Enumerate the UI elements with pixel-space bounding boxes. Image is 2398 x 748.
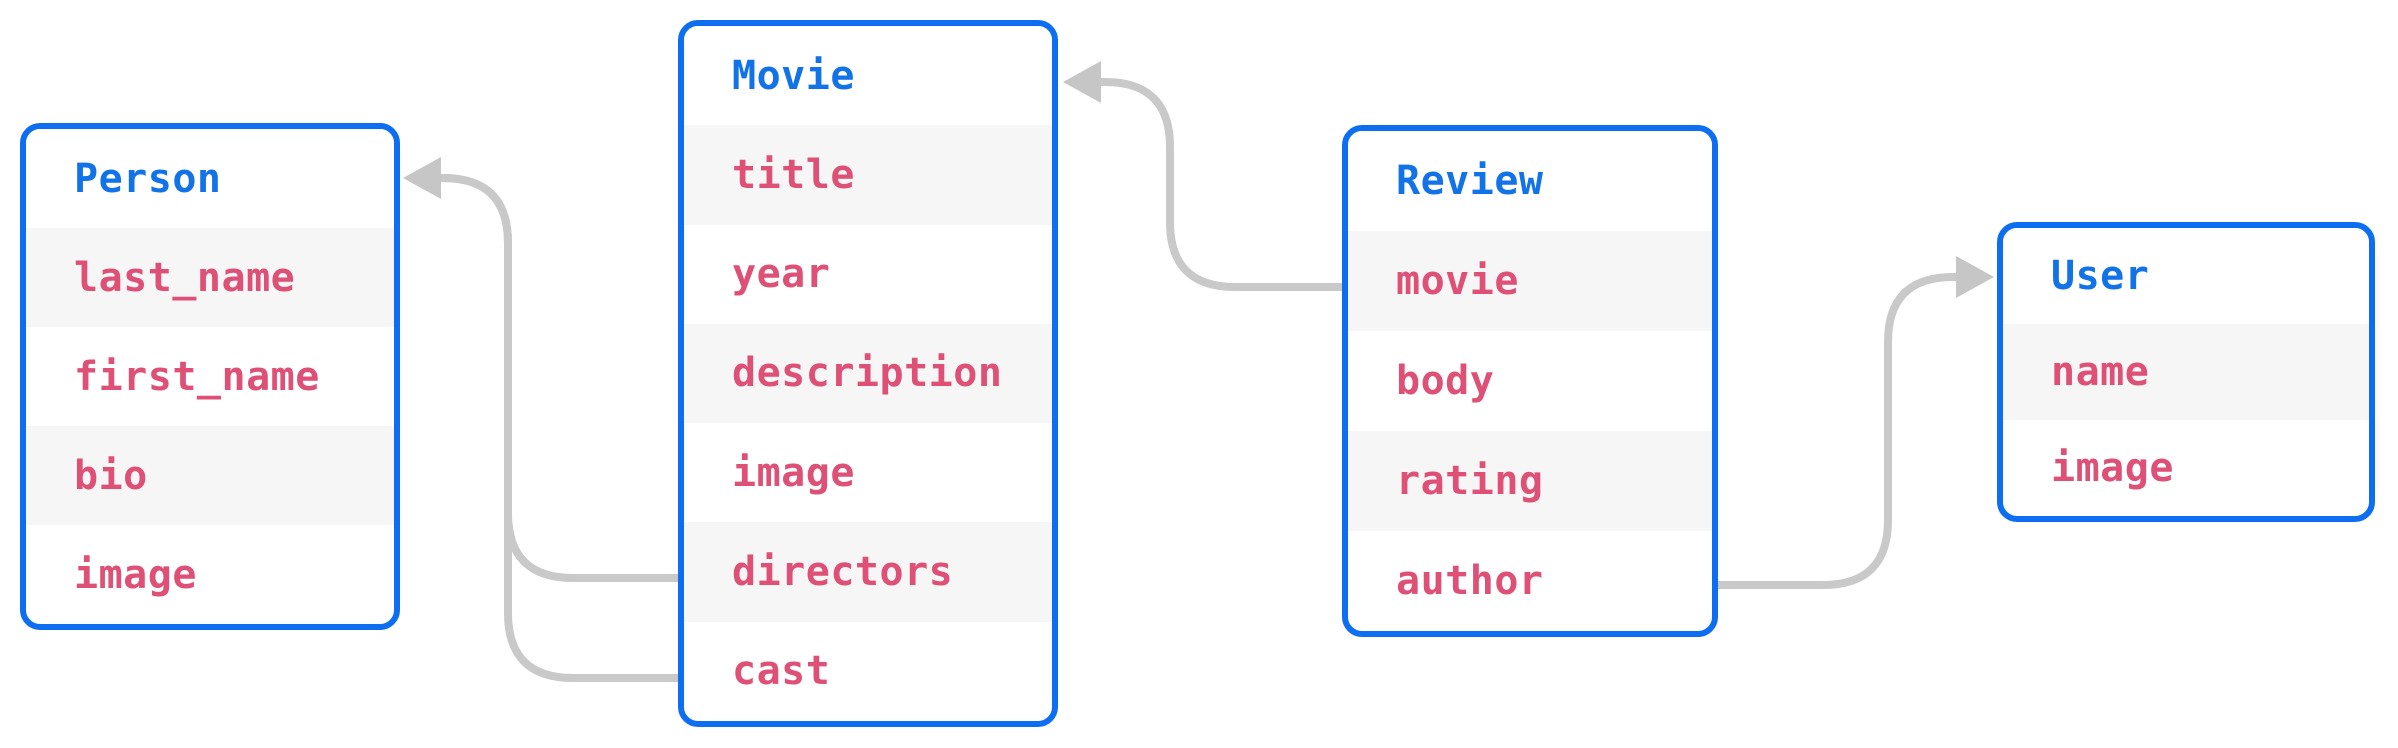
entity-movie-title: Movie <box>684 26 1052 126</box>
field-row: bio <box>26 426 394 525</box>
entity-person-title: Person <box>26 129 394 228</box>
field-row: cast <box>732 648 831 695</box>
field-row: year <box>732 251 831 298</box>
field-row: image <box>732 449 855 496</box>
field-row: name <box>2003 324 2369 420</box>
field-row: movie <box>1348 231 1712 331</box>
connector-movie-cast-to-person <box>440 174 678 682</box>
field-row: description <box>684 323 1052 424</box>
field-row: last_name <box>26 228 394 327</box>
field-row: first_name <box>74 353 320 400</box>
field-row: image <box>2051 445 2174 491</box>
entity-user-title: User <box>2003 228 2369 324</box>
connector-review-author-to-user <box>1718 273 1956 589</box>
entity-movie: Movie title year description image direc… <box>678 20 1058 727</box>
connector-review-movie-to-movie <box>1100 78 1342 291</box>
arrowhead-to-movie <box>1063 61 1101 103</box>
field-row: body <box>1396 358 1495 404</box>
field-row: rating <box>1348 431 1712 531</box>
field-row: directors <box>684 522 1052 622</box>
arrowhead-to-person <box>403 157 441 199</box>
field-row: image <box>74 551 197 598</box>
field-row: author <box>1396 558 1544 604</box>
entity-review-title: Review <box>1348 131 1712 231</box>
arrowhead-to-user <box>1956 256 1994 298</box>
entity-user: User name image <box>1997 222 2375 522</box>
connector-movie-directors-to-person <box>440 174 678 582</box>
field-row: title <box>684 125 1052 225</box>
entity-person: Person last_name first_name bio image <box>20 123 400 630</box>
entity-review: Review movie body rating author <box>1342 125 1718 637</box>
